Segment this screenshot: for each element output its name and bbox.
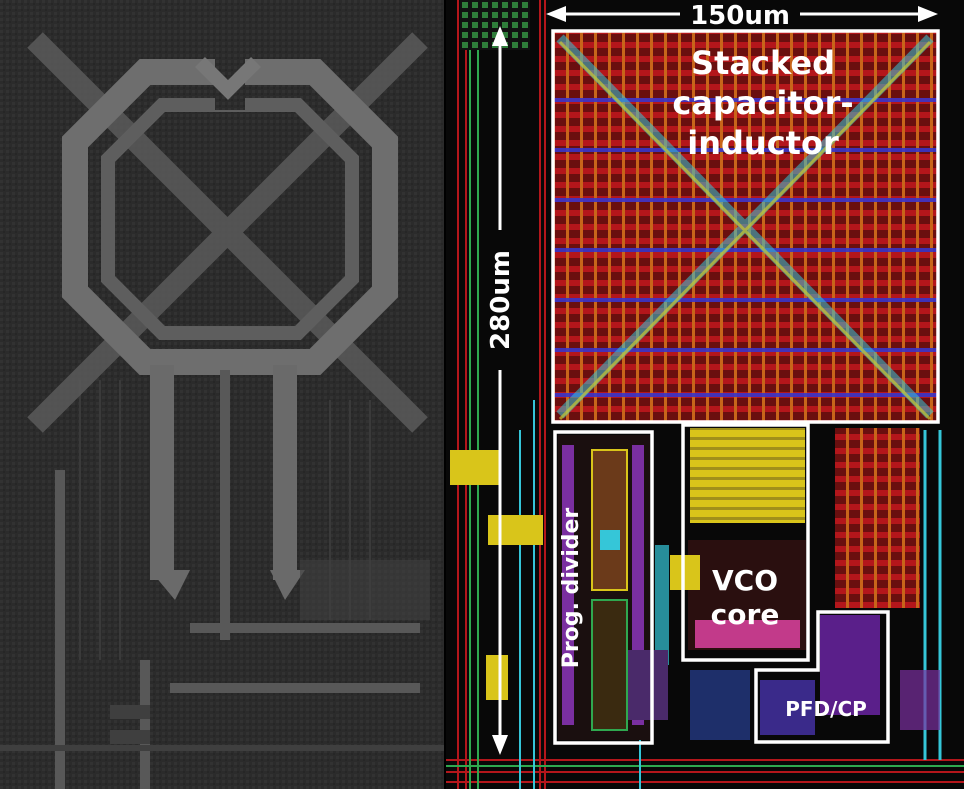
layout-panel: 150um 280um Stacked capacitor- inductor … (445, 0, 964, 789)
divider-outline (553, 430, 654, 745)
micrograph-panel (0, 0, 445, 789)
vco-label-line-2: core (711, 598, 780, 631)
inductor-label-line-2: capacitor- (672, 84, 853, 122)
vco-label-line-1: VCO (712, 564, 778, 597)
height-dimension: 280um (486, 26, 516, 755)
width-label: 150um (690, 1, 790, 31)
inductor-label-line-3: inductor (687, 124, 839, 162)
divider-label: Prog. divider (559, 508, 584, 669)
pfd-label: PFD/CP (785, 697, 867, 721)
pfd-outline (754, 610, 890, 744)
inductor-outline (551, 29, 940, 424)
inductor-label-line-1: Stacked (691, 44, 835, 82)
height-label: 280um (486, 250, 516, 350)
vco-outline (681, 423, 810, 662)
width-dimension: 150um (546, 1, 938, 31)
block-outlines (551, 29, 940, 745)
